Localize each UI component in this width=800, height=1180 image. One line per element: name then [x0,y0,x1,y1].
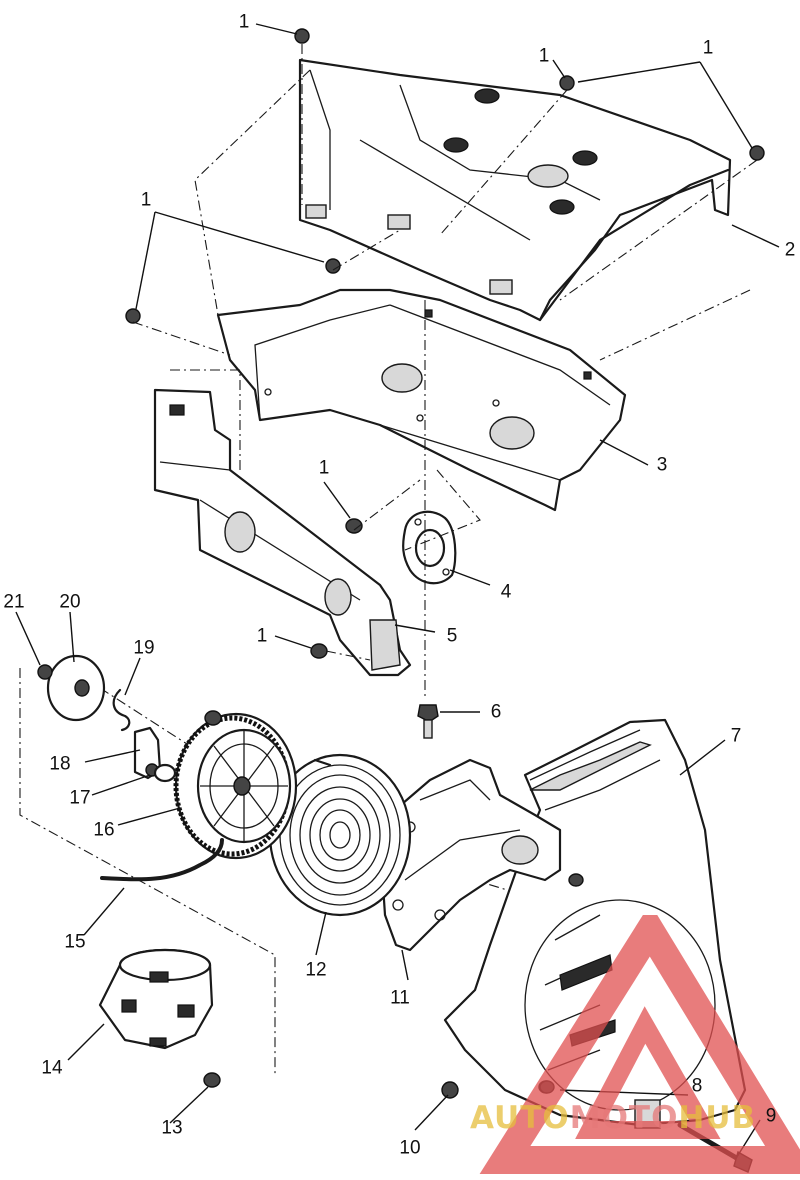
watermark-text-part-3: HUB [678,1100,757,1136]
bracket-part-5 [153,388,412,677]
callout-2: 2 [784,239,796,261]
spring-part-17 [153,763,177,783]
bracket-part-3 [216,288,627,512]
callout-18: 18 [49,753,71,775]
callout-13: 13 [161,1117,183,1139]
callout-17: 17 [69,787,91,809]
callout-19: 19 [133,637,155,659]
starter-bracket-part-11 [380,758,562,952]
callout-12: 12 [305,959,327,981]
watermark-logo [479,915,800,1174]
watermark-text-part-1: AUTO [470,1100,570,1136]
assembly-center-lines [19,44,758,1075]
callout-4: 4 [500,581,512,603]
starter-cup-part-14 [98,948,214,1050]
clip-part-19 [112,688,131,732]
fan-shroud-part-7 [443,718,747,1129]
callout-5: 5 [446,625,458,647]
callout-1-left: 1 [140,189,152,211]
callout-6: 6 [490,701,502,723]
callout-leaders [15,23,780,1161]
bolt-part-10 [441,1081,459,1099]
callout-8: 8 [691,1075,703,1097]
callout-16: 16 [93,819,115,841]
callout-21: 21 [3,591,25,613]
callout-1-upper-right: 1 [702,37,714,59]
callout-1-center: 1 [318,457,330,479]
ratchet-parts-17-21 [37,654,177,783]
callout-10: 10 [399,1137,421,1159]
callout-1-lower: 1 [256,625,268,647]
fastener-set-part-1 [125,28,765,659]
starter-rope-part-15 [100,838,224,882]
callout-20: 20 [59,591,81,613]
bolt-part-6 [417,704,439,739]
panel-part-2 [298,58,732,322]
starter-pulley-part-16 [173,710,298,860]
callout-1-upper-mid: 1 [538,45,550,67]
callout-14: 14 [41,1057,63,1079]
callout-7: 7 [730,725,742,747]
watermark-text-part-2: MOTO [569,1100,679,1136]
gasket-part-4 [402,510,457,585]
callout-15: 15 [64,931,86,953]
nut-part-21 [37,664,53,680]
callout-3: 3 [656,454,668,476]
rewind-spring-part-12 [268,753,412,917]
screw-part-13 [203,1072,221,1088]
callout-9: 9 [765,1105,777,1127]
watermark-wordmark: AUTOMOTOHUB [470,1100,756,1136]
callout-11: 11 [390,987,410,1009]
callout-1-top: 1 [238,11,250,33]
